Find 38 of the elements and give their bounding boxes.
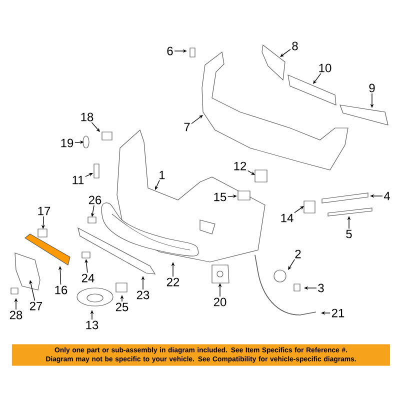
callout-number: 10 [319,64,332,72]
callout-number: 13 [86,320,98,330]
callout-number: 24 [82,274,94,282]
callout-number: 9 [369,84,375,92]
leader-arrow [313,73,322,84]
callout-number: 22 [166,278,180,286]
callout-number: 26 [88,196,102,204]
callout-number: 14 [281,214,294,222]
callout-number: 7 [184,122,190,132]
leader-arrow [191,115,203,124]
leader-arrow [155,180,160,190]
leader-arrow [248,170,255,175]
callout-number: 23 [136,290,150,300]
callout-number: 3 [318,284,324,292]
leader-arrow [85,173,93,177]
callout-number: 16 [55,286,68,294]
callout-number: 25 [116,302,128,312]
leader-arrow [280,48,291,57]
callout-number: 6 [167,46,173,56]
callout-number: 27 [30,302,42,310]
callout-number: 11 [72,176,84,184]
callout-number: 12 [234,162,246,170]
leader-arrow [91,122,100,132]
callout-number: 19 [61,138,74,148]
callout-number: 15 [214,192,226,202]
callout-number: 17 [38,206,50,216]
leader-arrow [294,206,304,214]
leader-arrow [288,259,295,270]
callout-number: 1 [160,170,165,180]
callout-number: 18 [81,112,94,122]
callout-number: 21 [332,308,344,318]
callout-number: 28 [10,310,22,320]
callout-number: 5 [346,230,352,238]
callout-number: 2 [295,250,301,258]
callout-number: 8 [292,42,298,50]
leader-arrow [29,280,36,301]
callout-number: 20 [214,298,226,306]
callout-number: 4 [384,192,390,200]
